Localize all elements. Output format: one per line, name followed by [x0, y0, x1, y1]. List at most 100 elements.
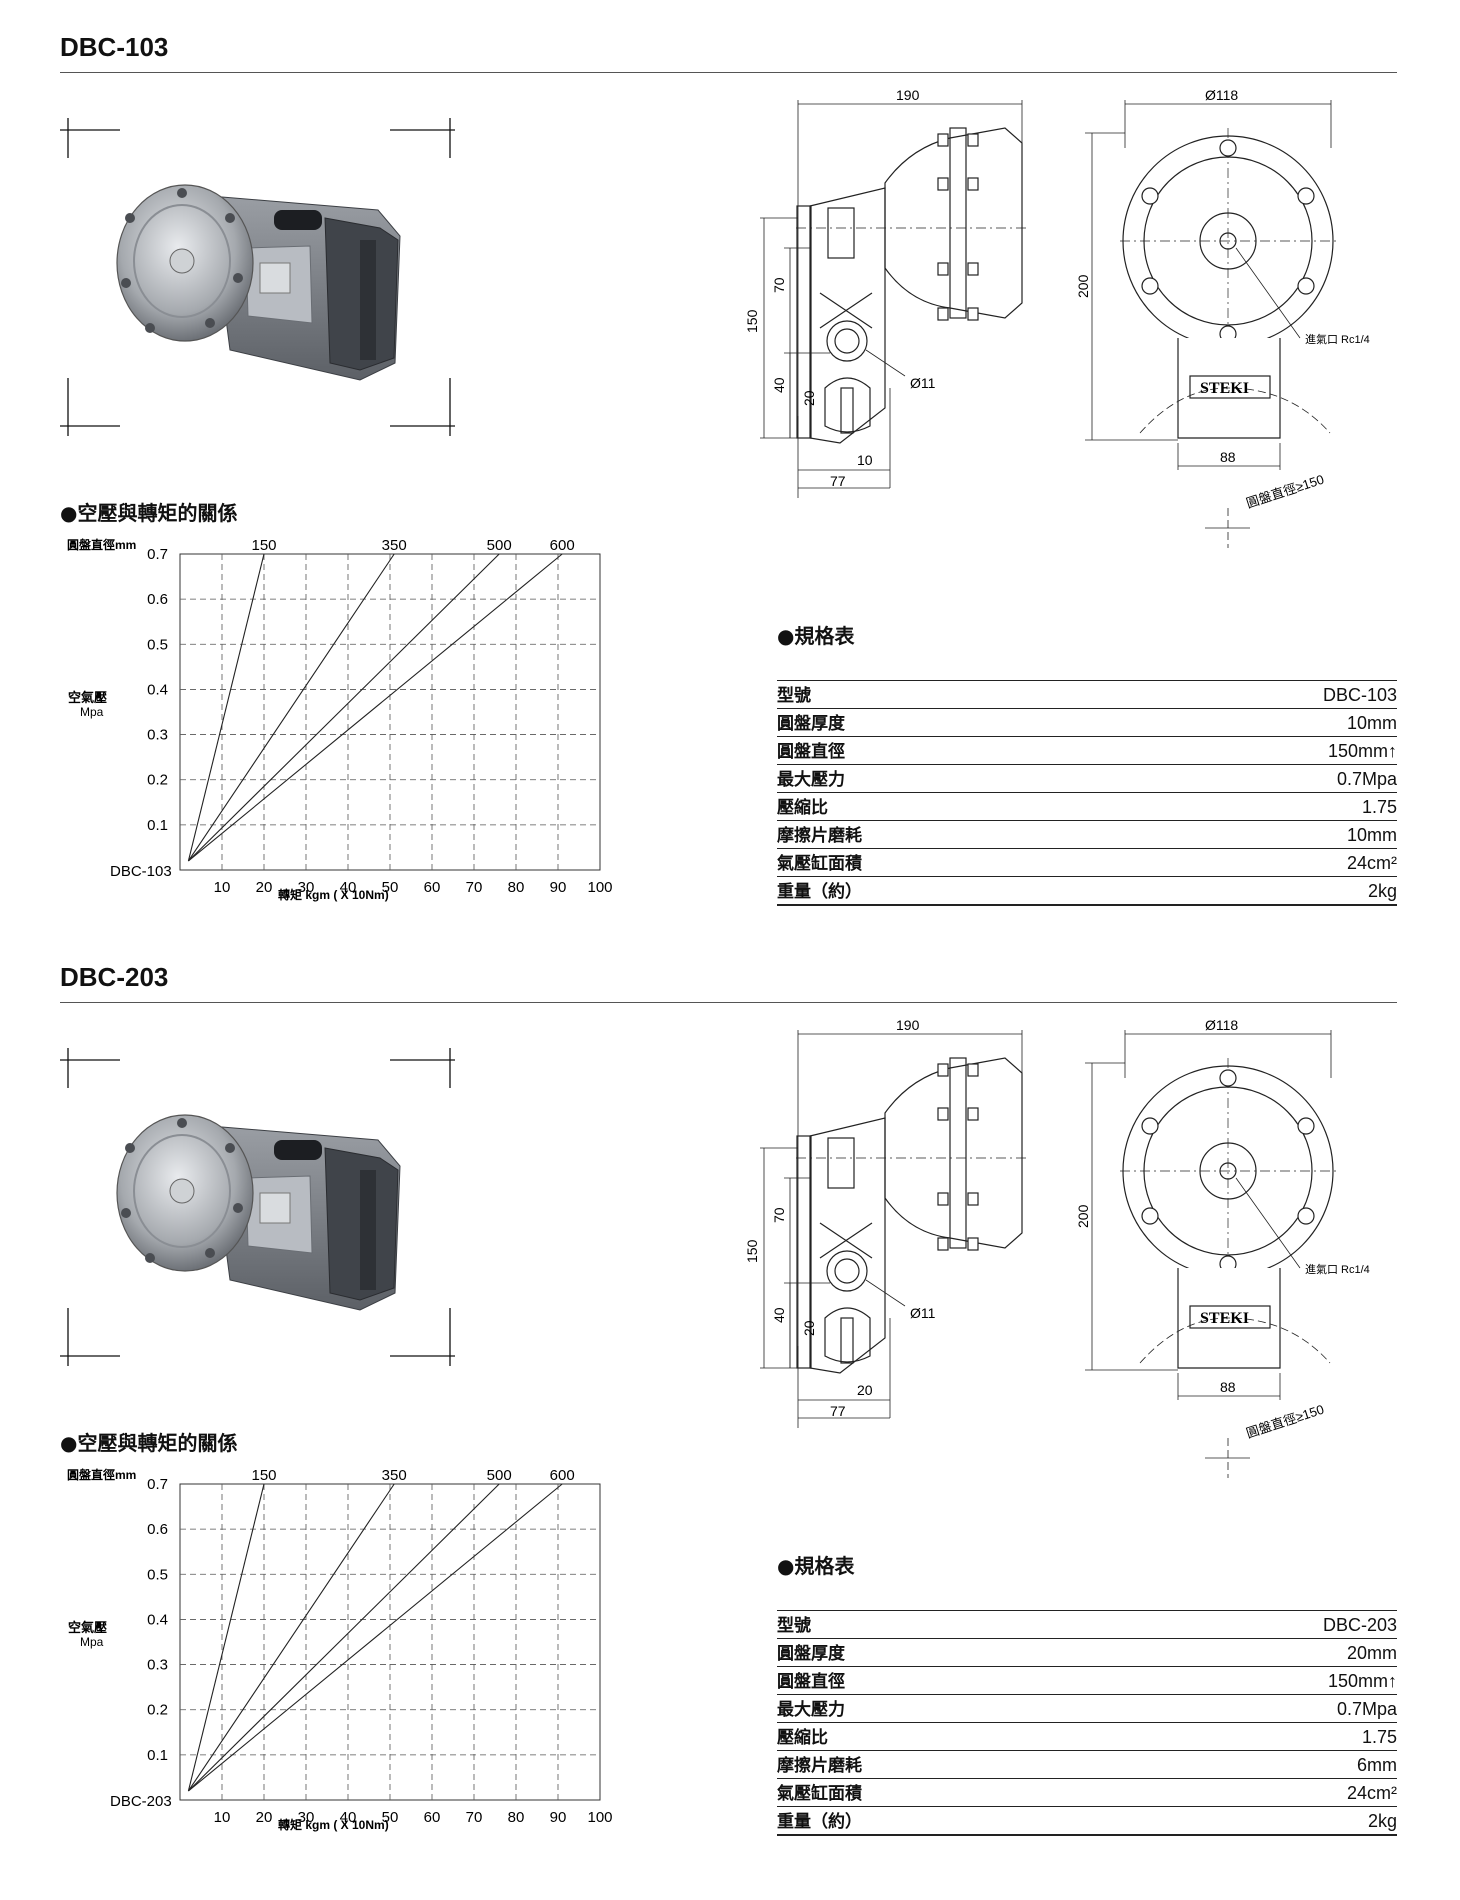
- spec-row: 重量（約） 2kg: [777, 1807, 1397, 1836]
- dim-overall-height: 150: [744, 1239, 760, 1263]
- dimension-drawing: 190 Ø118 150 70 40 20 Ø11 10 77 200 88 進…: [700, 87, 1420, 558]
- x-tick-label: 10: [214, 1809, 231, 1826]
- series-label: 500: [487, 537, 512, 554]
- spec-key: 最大壓力: [777, 770, 845, 790]
- product-photo: [60, 118, 460, 438]
- dim-front-diameter: Ø118: [1205, 1018, 1238, 1033]
- disc-diameter-note: 圓盤直徑≥150: [1244, 1402, 1326, 1441]
- spec-key: 摩擦片磨耗: [777, 826, 862, 846]
- spec-key: 壓縮比: [777, 798, 828, 818]
- series-line-350: [187, 553, 395, 862]
- spec-key: 圓盤厚度: [777, 714, 845, 734]
- spec-value: DBC-203: [1322, 1615, 1397, 1635]
- torque-chart: 圓盤直徑mm 空氣壓 Mpa DBC-103 轉矩 kgm ( X 10Nm) …: [60, 530, 620, 930]
- dim-base-front-width: 88: [1220, 1379, 1236, 1395]
- x-tick-label: 100: [587, 1809, 612, 1826]
- crop-marks: [60, 1048, 455, 1366]
- x-tick-label: 90: [550, 879, 567, 896]
- series-line-500: [188, 1483, 500, 1792]
- air-port-label: 進氣口 Rc1/4: [1305, 332, 1370, 346]
- x-tick-label: 100: [587, 879, 612, 896]
- spec-value: 10mm: [1346, 825, 1397, 845]
- spec-value: 0.7Mpa: [1336, 1699, 1397, 1719]
- y-tick-label: 0.5: [147, 1566, 168, 1583]
- dim-base-width: 77: [830, 1403, 846, 1419]
- section-divider: [60, 1002, 1397, 1003]
- spec-value: 2kg: [1367, 1811, 1397, 1831]
- chart-xlabel: 轉矩 kgm ( X 10Nm): [278, 887, 389, 902]
- air-port-label: 進氣口 Rc1/4: [1305, 1262, 1370, 1276]
- x-tick-label: 30: [298, 1809, 315, 1826]
- brand-label: STEKI: [1200, 1310, 1249, 1327]
- chart-heading: ●空壓與轉矩的關係: [60, 501, 238, 525]
- chart-ylabel: 空氣壓: [68, 1620, 107, 1635]
- spec-heading: ●規格表: [777, 624, 855, 648]
- series-line-600: [188, 553, 563, 862]
- y-tick-label: 0.3: [147, 727, 168, 744]
- chart-top-label: 圓盤直徑mm: [67, 1467, 136, 1482]
- dim-bottom-height: 20: [801, 1320, 817, 1336]
- section-divider: [60, 72, 1397, 73]
- spec-row: 最大壓力 0.7Mpa: [777, 765, 1397, 793]
- dim-upper-height: 70: [771, 277, 787, 293]
- y-tick-label: 0.5: [147, 636, 168, 653]
- dim-front-height: 200: [1075, 274, 1091, 298]
- x-tick-label: 60: [424, 879, 441, 896]
- spec-value: 10mm: [1346, 713, 1397, 733]
- x-tick-label: 10: [214, 879, 231, 896]
- x-tick-label: 40: [340, 1809, 357, 1826]
- brake-unit-image: [116, 1114, 401, 1311]
- x-tick-label: 70: [466, 879, 483, 896]
- product-photo: [60, 1048, 460, 1368]
- brake-unit-image: [116, 184, 401, 381]
- spec-row: 圓盤直徑 150mm↑: [777, 737, 1397, 765]
- x-tick-label: 20: [256, 879, 273, 896]
- chart-frame: [179, 1483, 601, 1801]
- series-line-500: [188, 553, 500, 862]
- dim-side-width: 190: [896, 88, 920, 103]
- y-tick-label: 0.2: [147, 772, 168, 789]
- spec-value: 24cm²: [1346, 853, 1397, 873]
- chart-top-label: 圓盤直徑mm: [67, 537, 136, 552]
- dim-front-height: 200: [1075, 1204, 1091, 1228]
- y-tick-label: 0.4: [147, 1611, 168, 1628]
- chart-xlabel: 轉矩 kgm ( X 10Nm): [278, 1817, 389, 1832]
- y-tick-label: 0.1: [147, 1747, 168, 1764]
- series-label: 600: [550, 1467, 575, 1484]
- spec-value: 150mm↑: [1327, 741, 1397, 761]
- chart-ylabel-unit: Mpa: [80, 705, 104, 719]
- spec-value: 6mm: [1357, 1755, 1397, 1775]
- spec-value: 24cm²: [1346, 1783, 1397, 1803]
- spec-value: DBC-103: [1322, 685, 1397, 705]
- dim-bottom-height: 20: [801, 390, 817, 406]
- dim-upper-height: 70: [771, 1207, 787, 1223]
- chart-ylabel-unit: Mpa: [80, 1635, 104, 1649]
- dim-base-front-width: 88: [1220, 449, 1236, 465]
- spec-key: 重量（約）: [777, 1812, 862, 1832]
- x-tick-label: 50: [382, 1809, 399, 1826]
- y-tick-label: 0.6: [147, 1521, 168, 1538]
- spec-heading: ●規格表: [777, 1554, 855, 1578]
- spec-key: 圓盤直徑: [777, 742, 845, 762]
- x-tick-label: 20: [256, 1809, 273, 1826]
- dim-lower-height: 40: [771, 1307, 787, 1323]
- dim-overall-height: 150: [744, 309, 760, 333]
- spec-row: 圓盤厚度 10mm: [777, 709, 1397, 737]
- dim-base-width: 77: [830, 473, 846, 489]
- spec-value: 2kg: [1367, 881, 1397, 901]
- series-label: 500: [487, 1467, 512, 1484]
- product-section: DBC-203: [0, 930, 1460, 1860]
- dim-lower-height: 40: [771, 377, 787, 393]
- crop-marks: [60, 118, 455, 436]
- spec-value: 0.7Mpa: [1336, 769, 1397, 789]
- x-tick-label: 90: [550, 1809, 567, 1826]
- spec-key: 氣壓缸面積: [777, 854, 862, 874]
